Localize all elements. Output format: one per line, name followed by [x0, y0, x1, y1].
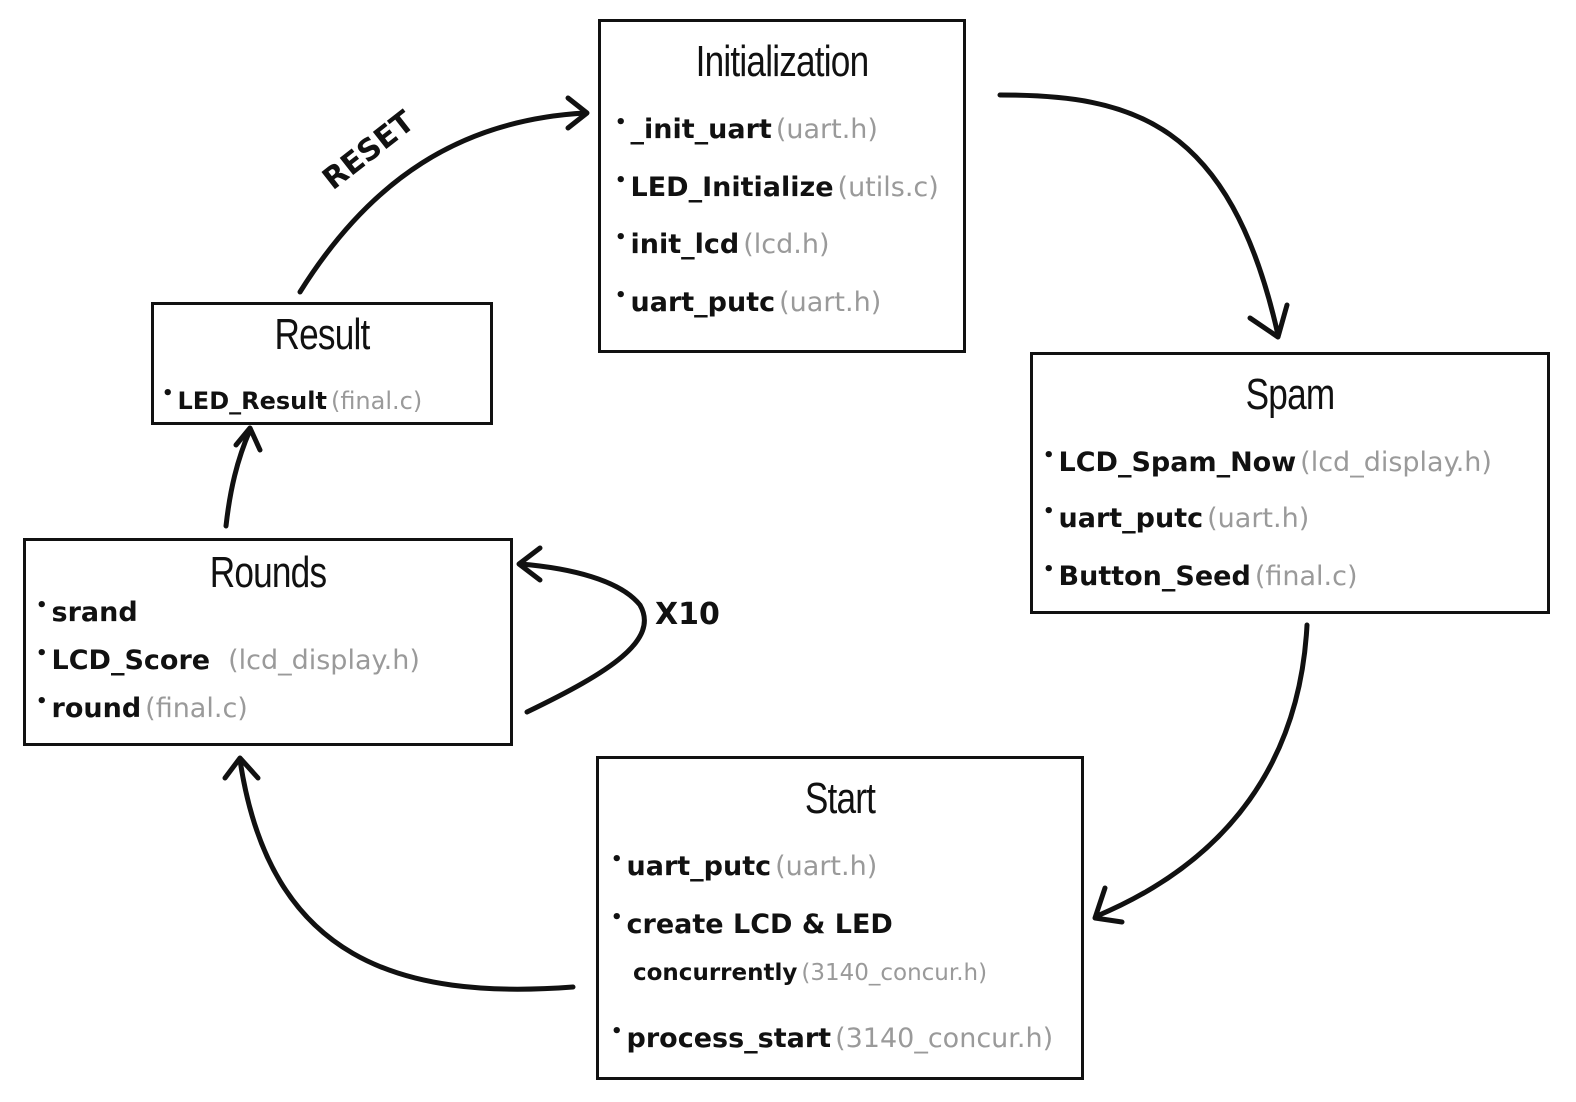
source-file: (final.c): [1254, 561, 1358, 592]
arrow-rounds-loop: [517, 561, 647, 715]
list-item: •process_start(3140_concur.h): [611, 1021, 1054, 1054]
reset-label: RESET: [316, 104, 422, 198]
source-file: (lcd_display.h): [228, 645, 420, 676]
state-result: Result •LED_Result(final.c): [151, 302, 493, 425]
source-file: (final.c): [330, 387, 423, 415]
list-item: •LCD_Score (lcd_display.h): [36, 643, 420, 676]
bullet-icon: •: [36, 643, 48, 664]
arrow-rounds-to-result: [223, 427, 253, 529]
function-name: init_lcd: [630, 229, 740, 260]
function-name: _init_uart: [630, 114, 772, 145]
bullet-icon: •: [615, 112, 627, 133]
arrow-initialization-to-spam: [997, 92, 1281, 338]
loop-count-label: X10: [655, 597, 720, 632]
state-title: Result: [274, 310, 371, 359]
bullet-icon: •: [1043, 445, 1055, 466]
list-item: •LED_Result(final.c): [162, 383, 423, 415]
state-title: Initialization: [695, 37, 870, 86]
source-file: (utils.c): [837, 172, 939, 203]
source-file: (3140_concur.h): [801, 960, 988, 986]
source-file: (3140_concur.h): [835, 1023, 1054, 1054]
function-name: LED_Initialize: [630, 172, 834, 203]
function-name: LCD_Score: [51, 645, 211, 676]
arrowhead-start: [1092, 885, 1125, 925]
source-file: (uart.h): [1207, 503, 1310, 534]
source-file: (uart.h): [779, 287, 882, 318]
state-start: Start •uart_putc(uart.h) •create LCD & L…: [596, 756, 1084, 1080]
list-item: •uart_putc(uart.h): [611, 849, 878, 882]
list-item: •srand: [36, 595, 138, 628]
arrowhead-initialization: [565, 95, 590, 131]
bullet-icon: •: [1043, 559, 1055, 580]
source-file: (lcd.h): [743, 229, 830, 260]
list-item: •round(final.c): [36, 691, 248, 724]
state-rounds: Rounds •srand •LCD_Score(lcd_display.h) …: [23, 538, 513, 746]
source-file: (uart.h): [775, 851, 878, 882]
bullet-icon: •: [615, 170, 627, 191]
bullet-icon: •: [615, 285, 627, 306]
bullet-icon: •: [36, 595, 48, 616]
list-item: •LCD_Spam_Now(lcd_display.h): [1043, 445, 1492, 478]
list-item: •Button_Seed(final.c): [1043, 559, 1358, 592]
arrowhead-rounds-loop: [516, 545, 543, 583]
list-item-continued: concurrently(3140_concur.h): [633, 962, 987, 985]
source-file: (final.c): [145, 693, 248, 724]
function-name: uart_putc: [1058, 503, 1204, 534]
list-item: •uart_putc(uart.h): [1043, 501, 1310, 534]
list-item: •create LCD & LED: [611, 907, 893, 940]
list-item: •init_lcd(lcd.h): [615, 227, 830, 260]
function-name: srand: [51, 597, 138, 628]
list-item: •uart_putc(uart.h): [615, 285, 882, 318]
state-title: Spam: [1245, 370, 1336, 419]
bullet-icon: •: [611, 907, 623, 928]
bullet-icon: •: [615, 227, 627, 248]
source-file: (lcd_display.h): [1300, 447, 1492, 478]
function-name: LED_Result: [177, 387, 327, 415]
state-title: Rounds: [209, 548, 327, 597]
bullet-icon: •: [162, 383, 174, 404]
arrowhead-spam: [1247, 302, 1290, 340]
state-initialization: Initialization •_init_uart(uart.h) •LED_…: [598, 19, 966, 353]
arrow-start-to-rounds: [237, 757, 576, 992]
list-item: •LED_Initialize(utils.c): [615, 170, 939, 203]
bullet-icon: •: [611, 849, 623, 870]
arrow-result-to-initialization: [297, 110, 588, 295]
function-name: LCD_Spam_Now: [1058, 447, 1297, 478]
function-name: process_start: [626, 1023, 832, 1054]
function-name: create LCD & LED: [626, 909, 893, 940]
function-name: uart_putc: [626, 851, 772, 882]
bullet-icon: •: [36, 691, 48, 712]
arrow-spam-to-start: [1094, 622, 1310, 919]
arrowhead-result: [233, 425, 263, 453]
function-name: Button_Seed: [1058, 561, 1251, 592]
function-name: concurrently: [633, 960, 798, 986]
state-title: Start: [804, 774, 876, 823]
function-name: uart_putc: [630, 287, 776, 318]
bullet-icon: •: [611, 1021, 623, 1042]
source-file: (uart.h): [775, 114, 878, 145]
list-item: •_init_uart(uart.h): [615, 112, 878, 145]
function-name: round: [51, 693, 142, 724]
state-spam: Spam •LCD_Spam_Now(lcd_display.h) •uart_…: [1030, 352, 1550, 614]
bullet-icon: •: [1043, 501, 1055, 522]
arrowhead-rounds: [222, 755, 261, 781]
